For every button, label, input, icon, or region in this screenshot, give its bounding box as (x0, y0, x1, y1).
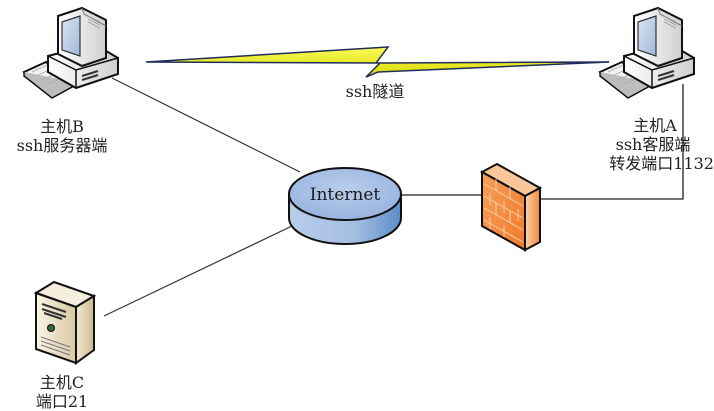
internet-node: Internet (288, 167, 402, 245)
desktop-computer-icon (599, 7, 695, 99)
host-a-role: ssh客服端 (615, 135, 691, 154)
link-hostc-internet (103, 225, 293, 317)
internet-label: Internet (310, 185, 381, 205)
host-b-computer (23, 7, 119, 99)
link-hostb-internet (111, 77, 301, 173)
lightning-bolt-icon (145, 46, 610, 78)
desktop-computer-icon (23, 7, 119, 99)
cloud-cylinder-icon (288, 167, 402, 221)
host-a-name: 主机A (633, 116, 677, 135)
host-b-role: ssh服务器端 (16, 136, 108, 155)
host-c-label: 主机C 端口21 (22, 373, 102, 411)
host-c-port: 端口21 (35, 392, 89, 411)
host-c-server (33, 280, 97, 365)
link-firewall-hosta (540, 84, 684, 200)
host-a-forward-port: 转发端口1132 (609, 154, 714, 173)
ssh-tunnel-bolt (145, 46, 610, 78)
host-c-name: 主机C (39, 373, 85, 392)
host-a-computer (599, 7, 695, 99)
host-b-label: 主机B ssh服务器端 (12, 117, 112, 155)
host-b-name: 主机B (40, 117, 84, 136)
ssh-tunnel-label: ssh隧道 (345, 82, 405, 101)
host-a-label: 主机A ssh客服端 转发端口1132 (578, 116, 714, 173)
firewall-node (479, 162, 543, 252)
